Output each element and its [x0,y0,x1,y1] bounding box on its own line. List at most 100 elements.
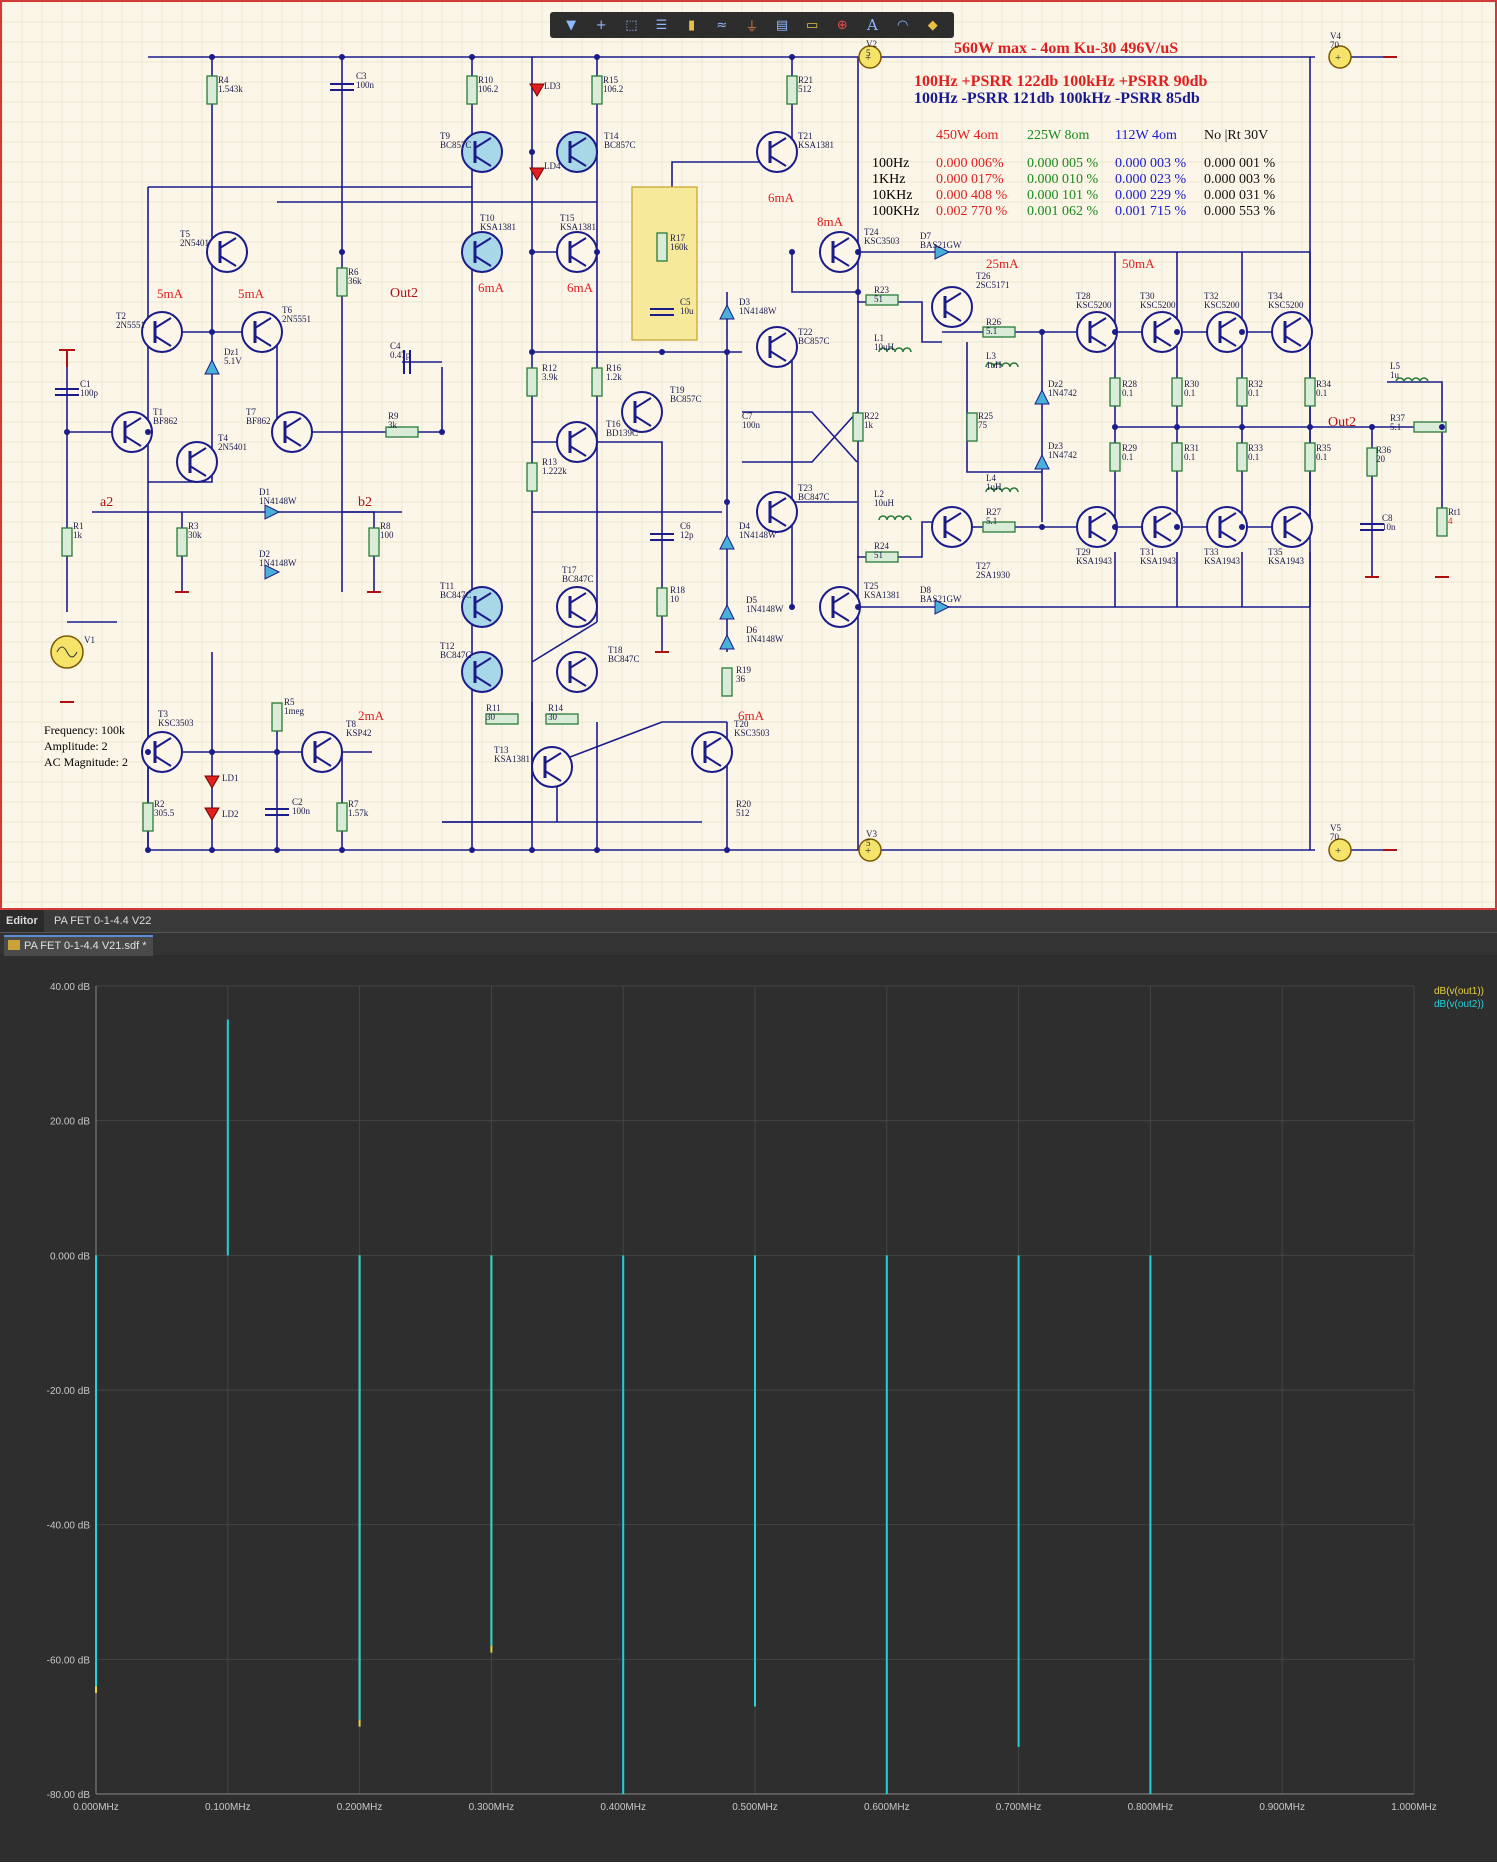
component-ld3[interactable]: LD3 [544,82,561,91]
component-v1[interactable]: V1 [84,636,95,645]
ground-icon[interactable]: ⏚ [745,19,759,35]
select-rect-icon[interactable]: ⬚ [625,17,638,33]
component-icon[interactable]: ▮ [688,17,696,33]
port-icon[interactable]: ▭ [806,17,819,33]
component-ld2[interactable]: LD2 [222,810,239,819]
power-icon[interactable]: ⊕ [836,17,848,33]
crosshair-icon[interactable]: + [595,17,607,33]
text-tool-icon[interactable]: A [867,16,878,34]
filter-icon[interactable]: ▼ [566,17,577,33]
netflag-icon[interactable]: ◆ [927,17,938,33]
align-icon[interactable]: ☰ [655,17,668,33]
file-tab[interactable]: PA FET 0-1-4.4 V21.sdf * [4,935,153,956]
editor-tab[interactable]: Editor [0,910,44,932]
wire-icon[interactable]: ≈ [716,17,728,33]
component-ld1[interactable]: LD1 [222,774,239,783]
schematic-canvas[interactable]: ++++ ▼ + ⬚ ☰ ▮ ≈ ⏚ ▤ ▭ ⊕ A ◠ ◆ 560W max … [0,0,1497,910]
